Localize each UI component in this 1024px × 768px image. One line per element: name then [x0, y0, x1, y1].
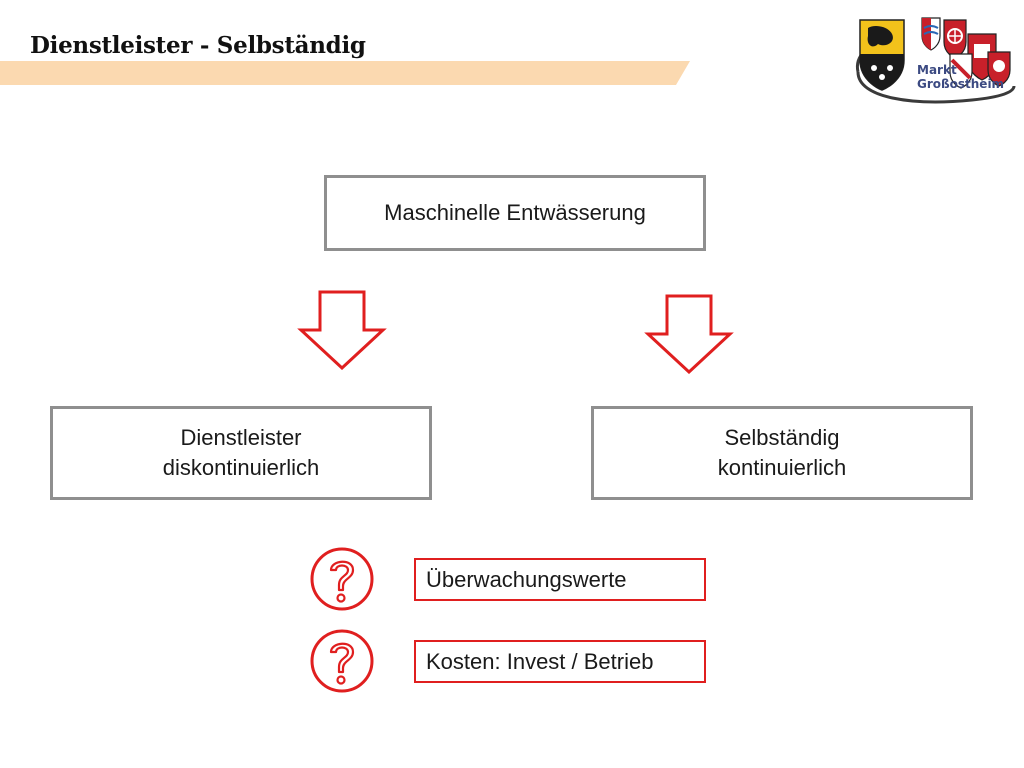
arrow-down-left-icon: [297, 290, 387, 370]
question-mark-icon: [310, 629, 374, 693]
question-mark-icon: [310, 547, 374, 611]
arrow-down-right-icon: [644, 294, 734, 374]
question-label-1: Überwachungswerte: [426, 566, 627, 592]
title-band: [0, 61, 690, 85]
box-maschinelle-entwaesserung: Maschinelle Entwässerung: [324, 175, 706, 251]
slide-title: Dienstleister - Selbständig: [30, 32, 366, 59]
logo-text-line2: Großostheim: [917, 77, 1005, 91]
coat-of-arms-small-1-icon: [921, 17, 941, 51]
coat-of-arms-small-4-icon: [949, 53, 973, 89]
box-selbstaendig: Selbständig kontinuierlich: [591, 406, 973, 500]
market-logo: [855, 17, 1016, 104]
box-top-label: Maschinelle Entwässerung: [384, 200, 646, 225]
box-kosten: Kosten: Invest / Betrieb: [414, 640, 706, 683]
box-dienstleister: Dienstleister diskontinuierlich: [50, 406, 432, 500]
box-right-line2: kontinuierlich: [717, 455, 847, 480]
question-label-2: Kosten: Invest / Betrieb: [426, 648, 654, 674]
coat-of-arms-small-2-icon: [943, 19, 967, 59]
coat-of-arms-left-icon: [859, 19, 905, 91]
box-left-line2: diskontinuierlich: [162, 455, 320, 480]
box-ueberwachungswerte: Überwachungswerte: [414, 558, 706, 601]
logo-text: Markt Großostheim: [917, 63, 1004, 91]
box-right-line1: Selbständig: [724, 425, 840, 450]
box-left-line1: Dienstleister: [180, 425, 302, 450]
coat-of-arms-small-5-icon: [987, 51, 1011, 87]
logo-text-line1: Markt: [917, 63, 957, 77]
